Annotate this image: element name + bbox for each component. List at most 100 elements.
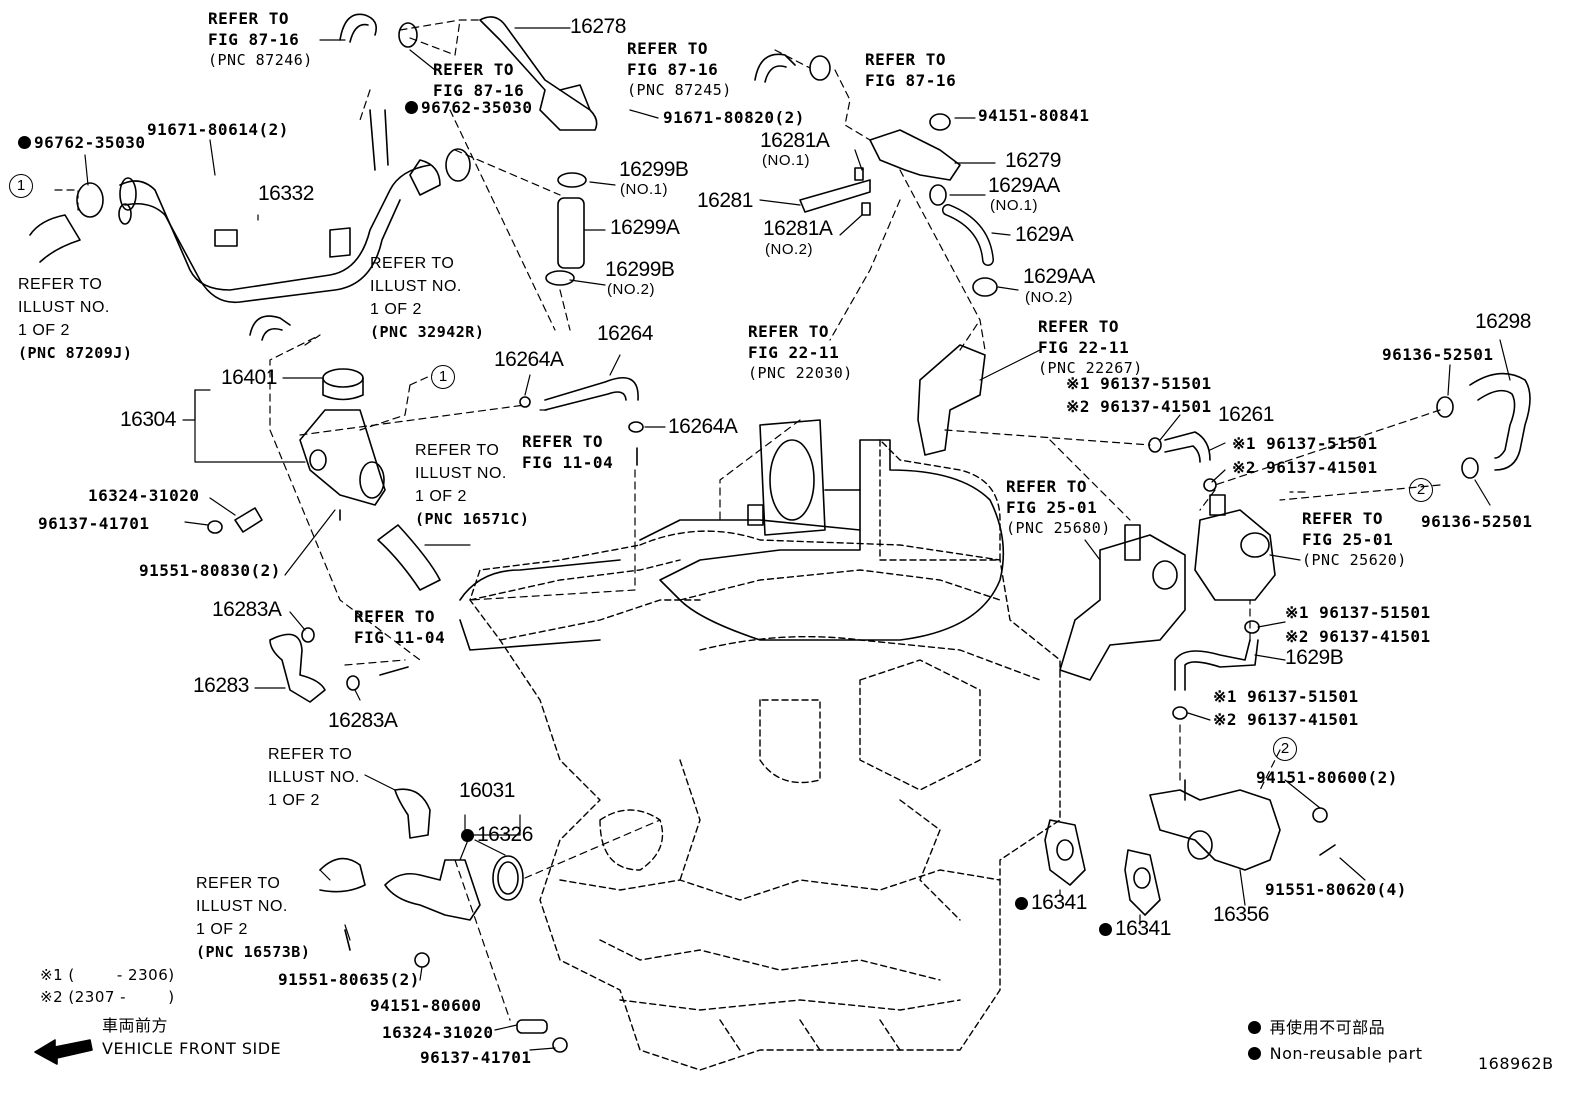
ref-illust-32942r[interactable]: REFER TO ILLUST NO. 1 OF 2 (PNC 32942R) — [370, 252, 484, 344]
water-inlet-16304 — [299, 368, 386, 506]
part-16279[interactable]: 16279 — [1005, 149, 1061, 172]
part-16264A-b[interactable]: 16264A — [668, 415, 738, 438]
hose-16264 — [519, 377, 644, 466]
part-96137-41701-a[interactable]: 96137-41701 — [38, 514, 150, 533]
part-16281A-no1[interactable]: 16281A — [760, 129, 830, 152]
ref-illust-bottom-a[interactable]: REFER TO ILLUST NO. 1 OF 2 — [268, 743, 360, 812]
part-16356[interactable]: 16356 — [1213, 903, 1269, 926]
part-96136-52501-a[interactable]: 96136-52501 — [1382, 345, 1494, 364]
part-1629AA-no1[interactable]: 1629AA — [988, 174, 1060, 197]
part-1629B-clamp2[interactable]: ※2 96137-41501 — [1285, 627, 1431, 646]
ref-fig-22-11-b[interactable]: REFER TO FIG 22-11 (PNC 22267) — [1038, 316, 1143, 379]
part-91671-80614[interactable]: 91671-80614(2) — [147, 120, 289, 139]
ref-line: ILLUST NO. — [196, 898, 288, 915]
legend-non-reusable-en: Non-reusable part — [1248, 1046, 1422, 1062]
part-16261-clamp2[interactable]: ※2 96137-41501 — [1232, 458, 1378, 477]
part-16261-clamp1[interactable]: ※1 96137-51501 — [1232, 434, 1378, 453]
part-16299B-no2[interactable]: 16299B — [605, 258, 675, 281]
part-1629B-clamp3[interactable]: ※1 96137-51501 — [1213, 687, 1359, 706]
water-outlet-16356 — [1149, 779, 1336, 871]
part-94151-80600[interactable]: 94151-80600 — [370, 996, 482, 1015]
union-16279 — [799, 113, 998, 297]
callout-circle-1[interactable]: 1 — [431, 365, 455, 389]
part-1629A[interactable]: 1629A — [1015, 223, 1074, 246]
part-94151-80600-2[interactable]: 94151-80600(2) — [1256, 768, 1398, 787]
ref-line: REFER TO — [865, 50, 947, 69]
part-1629AA-no2[interactable]: 1629AA — [1023, 265, 1095, 288]
ref-line: REFER TO — [1038, 317, 1120, 336]
ref-fig-25-01-a[interactable]: REFER TO FIG 25-01 (PNC 25680) — [1006, 476, 1111, 539]
water-pipe-16332 — [118, 109, 441, 304]
part-96136-52501-b[interactable]: 96136-52501 — [1421, 512, 1533, 531]
part-16324-31020-a[interactable]: 16324-31020 — [88, 486, 200, 505]
callout-circle-2[interactable]: 2 — [1273, 737, 1297, 761]
part-16283A-a[interactable]: 16283A — [212, 598, 282, 621]
part-1629AA-no1-note: (NO.1) — [990, 197, 1038, 214]
part-16341-a[interactable]: 16341 — [1015, 892, 1087, 913]
part-16261-note1[interactable]: ※1 96137-51501 — [1066, 374, 1212, 393]
ref-illust-16571c[interactable]: REFER TO ILLUST NO. 1 OF 2 (PNC 16571C) — [415, 439, 529, 531]
part-96762-35030-b[interactable]: 96762-35030 — [405, 100, 532, 116]
part-16299B-no1-note: (NO.1) — [620, 181, 668, 198]
top-hoses — [76, 13, 831, 218]
part-16281A-no2[interactable]: 16281A — [763, 217, 833, 240]
ref-illust-87209j[interactable]: REFER TO ILLUST NO. 1 OF 2 (PNC 87209J) — [18, 273, 132, 365]
part-91551-80830[interactable]: 91551-80830(2) — [139, 561, 281, 580]
part-16341-b[interactable]: 16341 — [1099, 918, 1171, 939]
intake-manifold — [459, 439, 1005, 651]
part-16261[interactable]: 16261 — [1218, 403, 1274, 426]
ref-fig-22-11-a[interactable]: REFER TO FIG 22-11 (PNC 22030) — [748, 321, 853, 384]
part-16283A-b[interactable]: 16283A — [328, 709, 398, 732]
ref-fig-87-16-c[interactable]: REFER TO FIG 87-16 (PNC 87245) — [627, 38, 732, 101]
part-94151-80841[interactable]: 94151-80841 — [978, 106, 1090, 125]
ref-line: (PNC 25620) — [1302, 551, 1407, 569]
part-16031[interactable]: 16031 — [459, 779, 515, 802]
ref-line: FIG 87-16 — [433, 81, 525, 100]
part-16304[interactable]: 16304 — [120, 408, 176, 431]
part-16261-note2[interactable]: ※2 96137-41501 — [1066, 397, 1212, 416]
part-16324-31020-b[interactable]: 16324-31020 — [382, 1023, 494, 1042]
part-number-text: 96762-35030 — [34, 133, 146, 152]
part-1629B[interactable]: 1629B — [1285, 646, 1344, 669]
part-16264A-a[interactable]: 16264A — [494, 348, 564, 371]
part-16298[interactable]: 16298 — [1475, 310, 1531, 333]
ref-line: FIG 11-04 — [354, 628, 446, 647]
ref-fig-11-04-b[interactable]: REFER TO FIG 11-04 — [354, 606, 445, 648]
non-reusable-dot-icon — [18, 136, 31, 149]
part-16283[interactable]: 16283 — [193, 674, 249, 697]
ref-fig-87-16-b[interactable]: REFER TO FIG 87-16 — [433, 59, 524, 101]
part-1629B-clamp4[interactable]: ※2 96137-41501 — [1213, 710, 1359, 729]
callout-circle-1[interactable]: 1 — [9, 174, 33, 198]
part-91551-80620[interactable]: 91551-80620(4) — [1265, 880, 1407, 899]
ref-illust-16573b[interactable]: REFER TO ILLUST NO. 1 OF 2 (PNC 16573B) — [196, 872, 310, 964]
ref-fig-11-04-a[interactable]: REFER TO FIG 11-04 — [522, 431, 613, 473]
hose-16298 — [1436, 372, 1531, 479]
ref-line: REFER TO — [1006, 477, 1088, 496]
ref-fig-87-16-a[interactable]: REFER TO FIG 87-16 (PNC 87246) — [208, 8, 313, 71]
ref-line: (PNC 22267) — [1038, 359, 1143, 377]
part-91671-80820[interactable]: 91671-80820(2) — [663, 108, 805, 127]
part-96137-41701-b[interactable]: 96137-41701 — [420, 1048, 532, 1067]
part-91551-80635[interactable]: 91551-80635(2) — [278, 970, 420, 989]
part-16299B-no1[interactable]: 16299B — [619, 158, 689, 181]
ref-line: REFER TO — [208, 9, 290, 28]
part-16332[interactable]: 16332 — [258, 182, 314, 205]
ref-line: ILLUST NO. — [268, 769, 360, 786]
part-16278[interactable]: 16278 — [570, 15, 626, 38]
ref-line: FIG 11-04 — [522, 453, 614, 472]
part-16401[interactable]: 16401 — [221, 366, 277, 389]
ref-line: REFER TO — [415, 442, 500, 459]
ref-fig-25-01-b[interactable]: REFER TO FIG 25-01 (PNC 25620) — [1302, 508, 1407, 571]
ref-fig-87-16-d[interactable]: REFER TO FIG 87-16 — [865, 49, 956, 91]
part-16326[interactable]: 16326 — [461, 824, 533, 845]
part-16281[interactable]: 16281 — [697, 189, 753, 212]
part-16299A[interactable]: 16299A — [610, 216, 680, 239]
part-16264[interactable]: 16264 — [597, 322, 653, 345]
figure-number: 168962B — [1478, 1054, 1554, 1073]
part-1629B-clamp1[interactable]: ※1 96137-51501 — [1285, 603, 1431, 622]
part-16281A-no1-note: (NO.1) — [762, 152, 810, 169]
ref-line: ILLUST NO. — [18, 299, 110, 316]
part-96762-35030-a[interactable]: 96762-35030 — [18, 135, 145, 151]
callout-circle-2[interactable]: 2 — [1409, 478, 1433, 502]
